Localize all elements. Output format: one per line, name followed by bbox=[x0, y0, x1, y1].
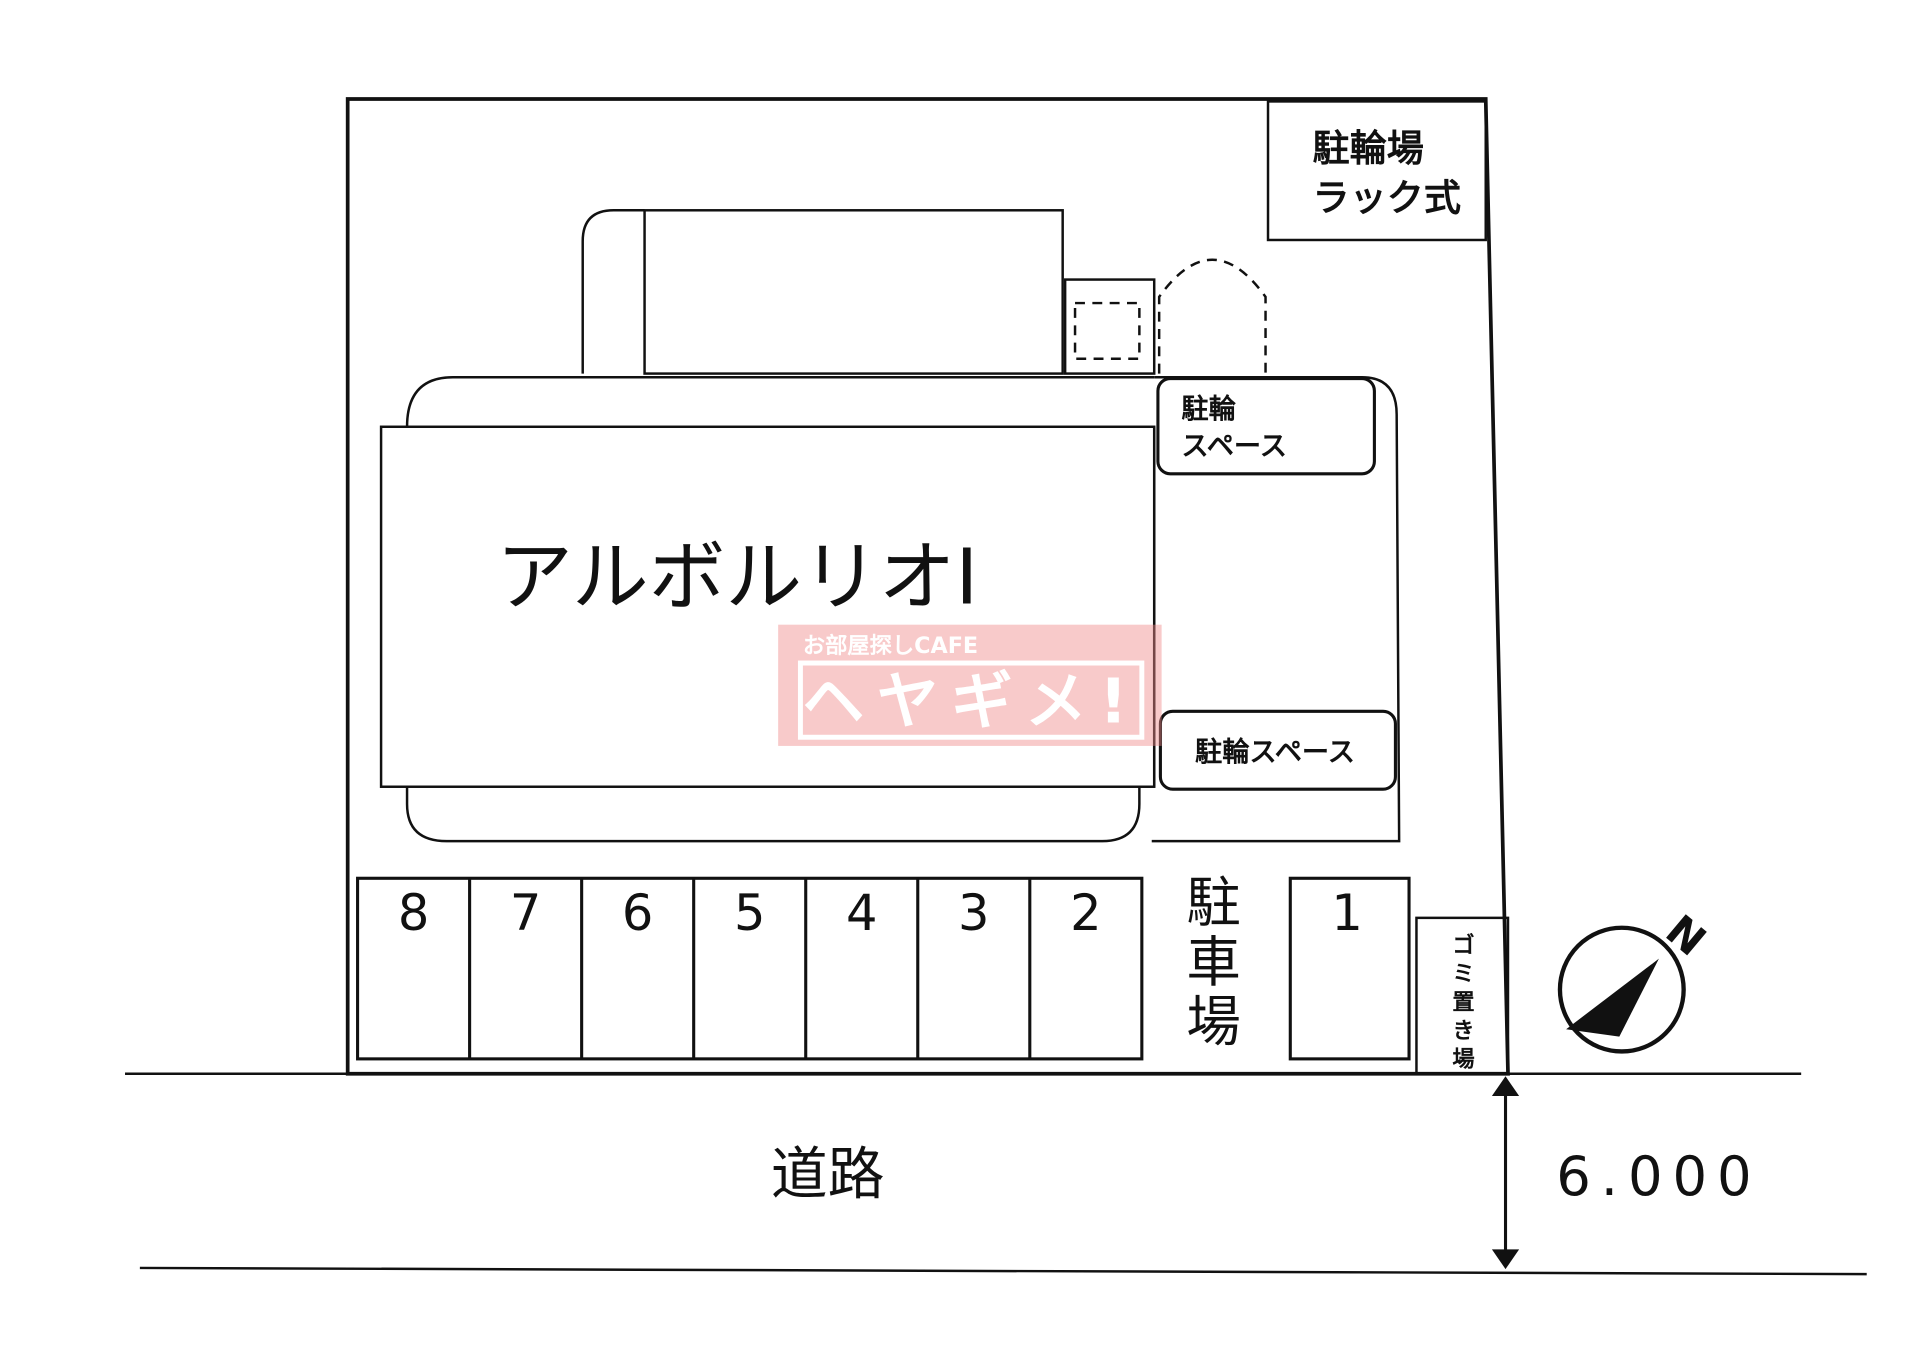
road-width-label: 6.000 bbox=[1556, 1144, 1761, 1208]
watermark-brand: ヘヤギメ! bbox=[802, 665, 1139, 737]
bike-rack-label-2: ラック式 bbox=[1313, 176, 1461, 219]
bike-space-lower-label: 駐輪スペース bbox=[1195, 736, 1355, 768]
watermark-logo: お部屋探しCAFE ヘヤギメ! bbox=[778, 624, 1162, 746]
parking-area-label: 車 bbox=[1186, 930, 1240, 994]
bike-space-upper-label-2: スペース bbox=[1181, 431, 1287, 462]
upper-building-balcony bbox=[581, 209, 645, 374]
parking-stall-label-1: 1 bbox=[1331, 884, 1362, 942]
garbage-area-label: 場 bbox=[1452, 1046, 1474, 1072]
parking-stall-label: 3 bbox=[958, 884, 989, 942]
building-name: アルボルリオⅠ bbox=[496, 534, 978, 623]
parking-stall-1 bbox=[1288, 876, 1411, 1061]
dimension-arrow-up bbox=[1491, 1076, 1520, 1096]
bike-rack-label-1: 駐輪場 bbox=[1313, 127, 1424, 170]
bike-space-upper-label-1: 駐輪 bbox=[1181, 393, 1236, 425]
upper-building bbox=[643, 209, 1064, 375]
parking-area-label: 駐 bbox=[1186, 871, 1240, 935]
compass-circle bbox=[1557, 925, 1686, 1054]
parking-stall-label: 8 bbox=[398, 884, 429, 942]
road-edge-bottom bbox=[139, 1266, 1867, 1276]
small-annex bbox=[1063, 278, 1156, 375]
parking-stall-label: 2 bbox=[1070, 884, 1101, 942]
parking-stall-label: 4 bbox=[846, 884, 877, 942]
garbage-area-label: 置 bbox=[1452, 989, 1474, 1015]
north-arrow-icon bbox=[1566, 958, 1659, 1037]
watermark-tagline: お部屋探しCAFE bbox=[803, 632, 978, 659]
parking-stall-label: 5 bbox=[734, 884, 765, 942]
garbage-area-label: ミ bbox=[1452, 961, 1474, 987]
parking-area-label: 場 bbox=[1186, 989, 1240, 1053]
dashed-arch bbox=[1157, 258, 1267, 374]
parking-block bbox=[356, 876, 1144, 1061]
bike-space-lower-box bbox=[1158, 709, 1397, 791]
dashed-square bbox=[1073, 301, 1141, 360]
garbage-area-label: き bbox=[1452, 1018, 1474, 1044]
bike-rack-box bbox=[1266, 100, 1487, 242]
road-label: 道路 bbox=[771, 1142, 885, 1208]
dimension-arrow-down bbox=[1491, 1249, 1520, 1270]
garbage-area-label: ゴ bbox=[1452, 931, 1474, 958]
parking-stall-label: 7 bbox=[510, 884, 541, 942]
main-building-balcony-bottom bbox=[405, 786, 1141, 843]
main-building-balcony-top bbox=[405, 376, 1155, 427]
bike-space-upper-box bbox=[1156, 376, 1376, 476]
parking-stall-label: 6 bbox=[622, 884, 653, 942]
compass-north-label: N bbox=[1657, 905, 1715, 965]
